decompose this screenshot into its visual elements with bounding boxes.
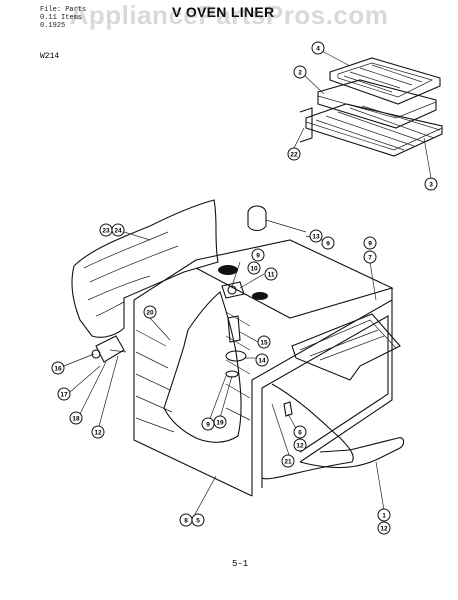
svg-text:12: 12: [94, 430, 102, 437]
svg-text:16: 16: [54, 366, 62, 373]
callout-5: 5: [191, 513, 205, 527]
svg-text:5: 5: [196, 518, 200, 525]
callout-9-center: 9: [251, 248, 265, 262]
svg-text:11: 11: [268, 272, 275, 279]
callout-4: 4: [311, 41, 325, 55]
svg-text:9: 9: [368, 241, 372, 248]
callout-9-right: 9: [363, 236, 377, 250]
header-file-line: File: Parts: [40, 6, 87, 14]
svg-text:12: 12: [380, 526, 388, 533]
callout-21: 21: [281, 454, 295, 468]
callout-19: 19: [213, 415, 227, 429]
svg-text:13: 13: [312, 234, 320, 241]
svg-text:12: 12: [296, 443, 304, 450]
callout-14: 14: [255, 353, 269, 367]
svg-text:8: 8: [184, 518, 188, 525]
callout-17: 17: [57, 387, 71, 401]
callout-9-lower: 9: [201, 417, 215, 431]
svg-text:9: 9: [256, 253, 260, 260]
callout-20: 20: [143, 305, 157, 319]
callout-12-right: 12: [293, 438, 307, 452]
svg-text:7: 7: [368, 255, 372, 262]
callout-13: 13: [309, 229, 323, 243]
callout-11: 11: [264, 267, 278, 281]
svg-text:9: 9: [326, 241, 330, 248]
model-number: W214: [40, 52, 60, 61]
header-line-2: 0.11 Items: [40, 14, 83, 22]
svg-text:17: 17: [60, 392, 68, 399]
svg-text:10: 10: [250, 266, 258, 273]
oven-liner-box: [133, 239, 405, 497]
svg-text:6: 6: [298, 430, 302, 437]
callout-24: 24: [111, 223, 125, 237]
callout-10: 10: [247, 261, 261, 275]
callout-1: 1: [377, 508, 391, 522]
watermark: AppliancePartsPros.com: [69, 0, 389, 30]
callout-23: 23: [99, 223, 113, 237]
svg-text:9: 9: [206, 422, 210, 429]
callout-18: 18: [69, 411, 83, 425]
header-line-3: 0.1925: [40, 22, 66, 30]
small-parts: [91, 205, 307, 417]
callout-8: 8: [179, 513, 193, 527]
page-number: 5-1: [232, 559, 249, 569]
svg-text:23: 23: [102, 228, 110, 235]
svg-text:18: 18: [72, 416, 80, 423]
diagram-title: V OVEN LINER: [172, 4, 275, 20]
svg-text:4: 4: [316, 46, 320, 53]
callout-9-top: 9: [321, 236, 335, 250]
insulation-blanket: [71, 199, 219, 338]
callout-7: 7: [363, 250, 377, 264]
svg-text:20: 20: [146, 310, 154, 317]
svg-text:19: 19: [216, 420, 224, 427]
svg-text:15: 15: [260, 340, 268, 347]
svg-text:2: 2: [298, 70, 302, 77]
broiler-pan-assembly: [293, 49, 443, 179]
callout-16: 16: [51, 361, 65, 375]
callout-6: 6: [293, 425, 307, 439]
callout-2: 2: [293, 65, 307, 79]
callout-3: 3: [424, 177, 438, 191]
svg-text:3: 3: [429, 182, 433, 189]
svg-text:14: 14: [258, 358, 266, 365]
svg-text:21: 21: [284, 459, 292, 466]
callout-15: 15: [257, 335, 271, 349]
callout-22: 22: [287, 147, 301, 161]
svg-text:1: 1: [382, 513, 386, 520]
svg-text:24: 24: [114, 228, 122, 235]
callout-12-bottom: 12: [377, 521, 391, 535]
svg-text:22: 22: [290, 152, 298, 159]
callout-12-left: 12: [91, 425, 105, 439]
